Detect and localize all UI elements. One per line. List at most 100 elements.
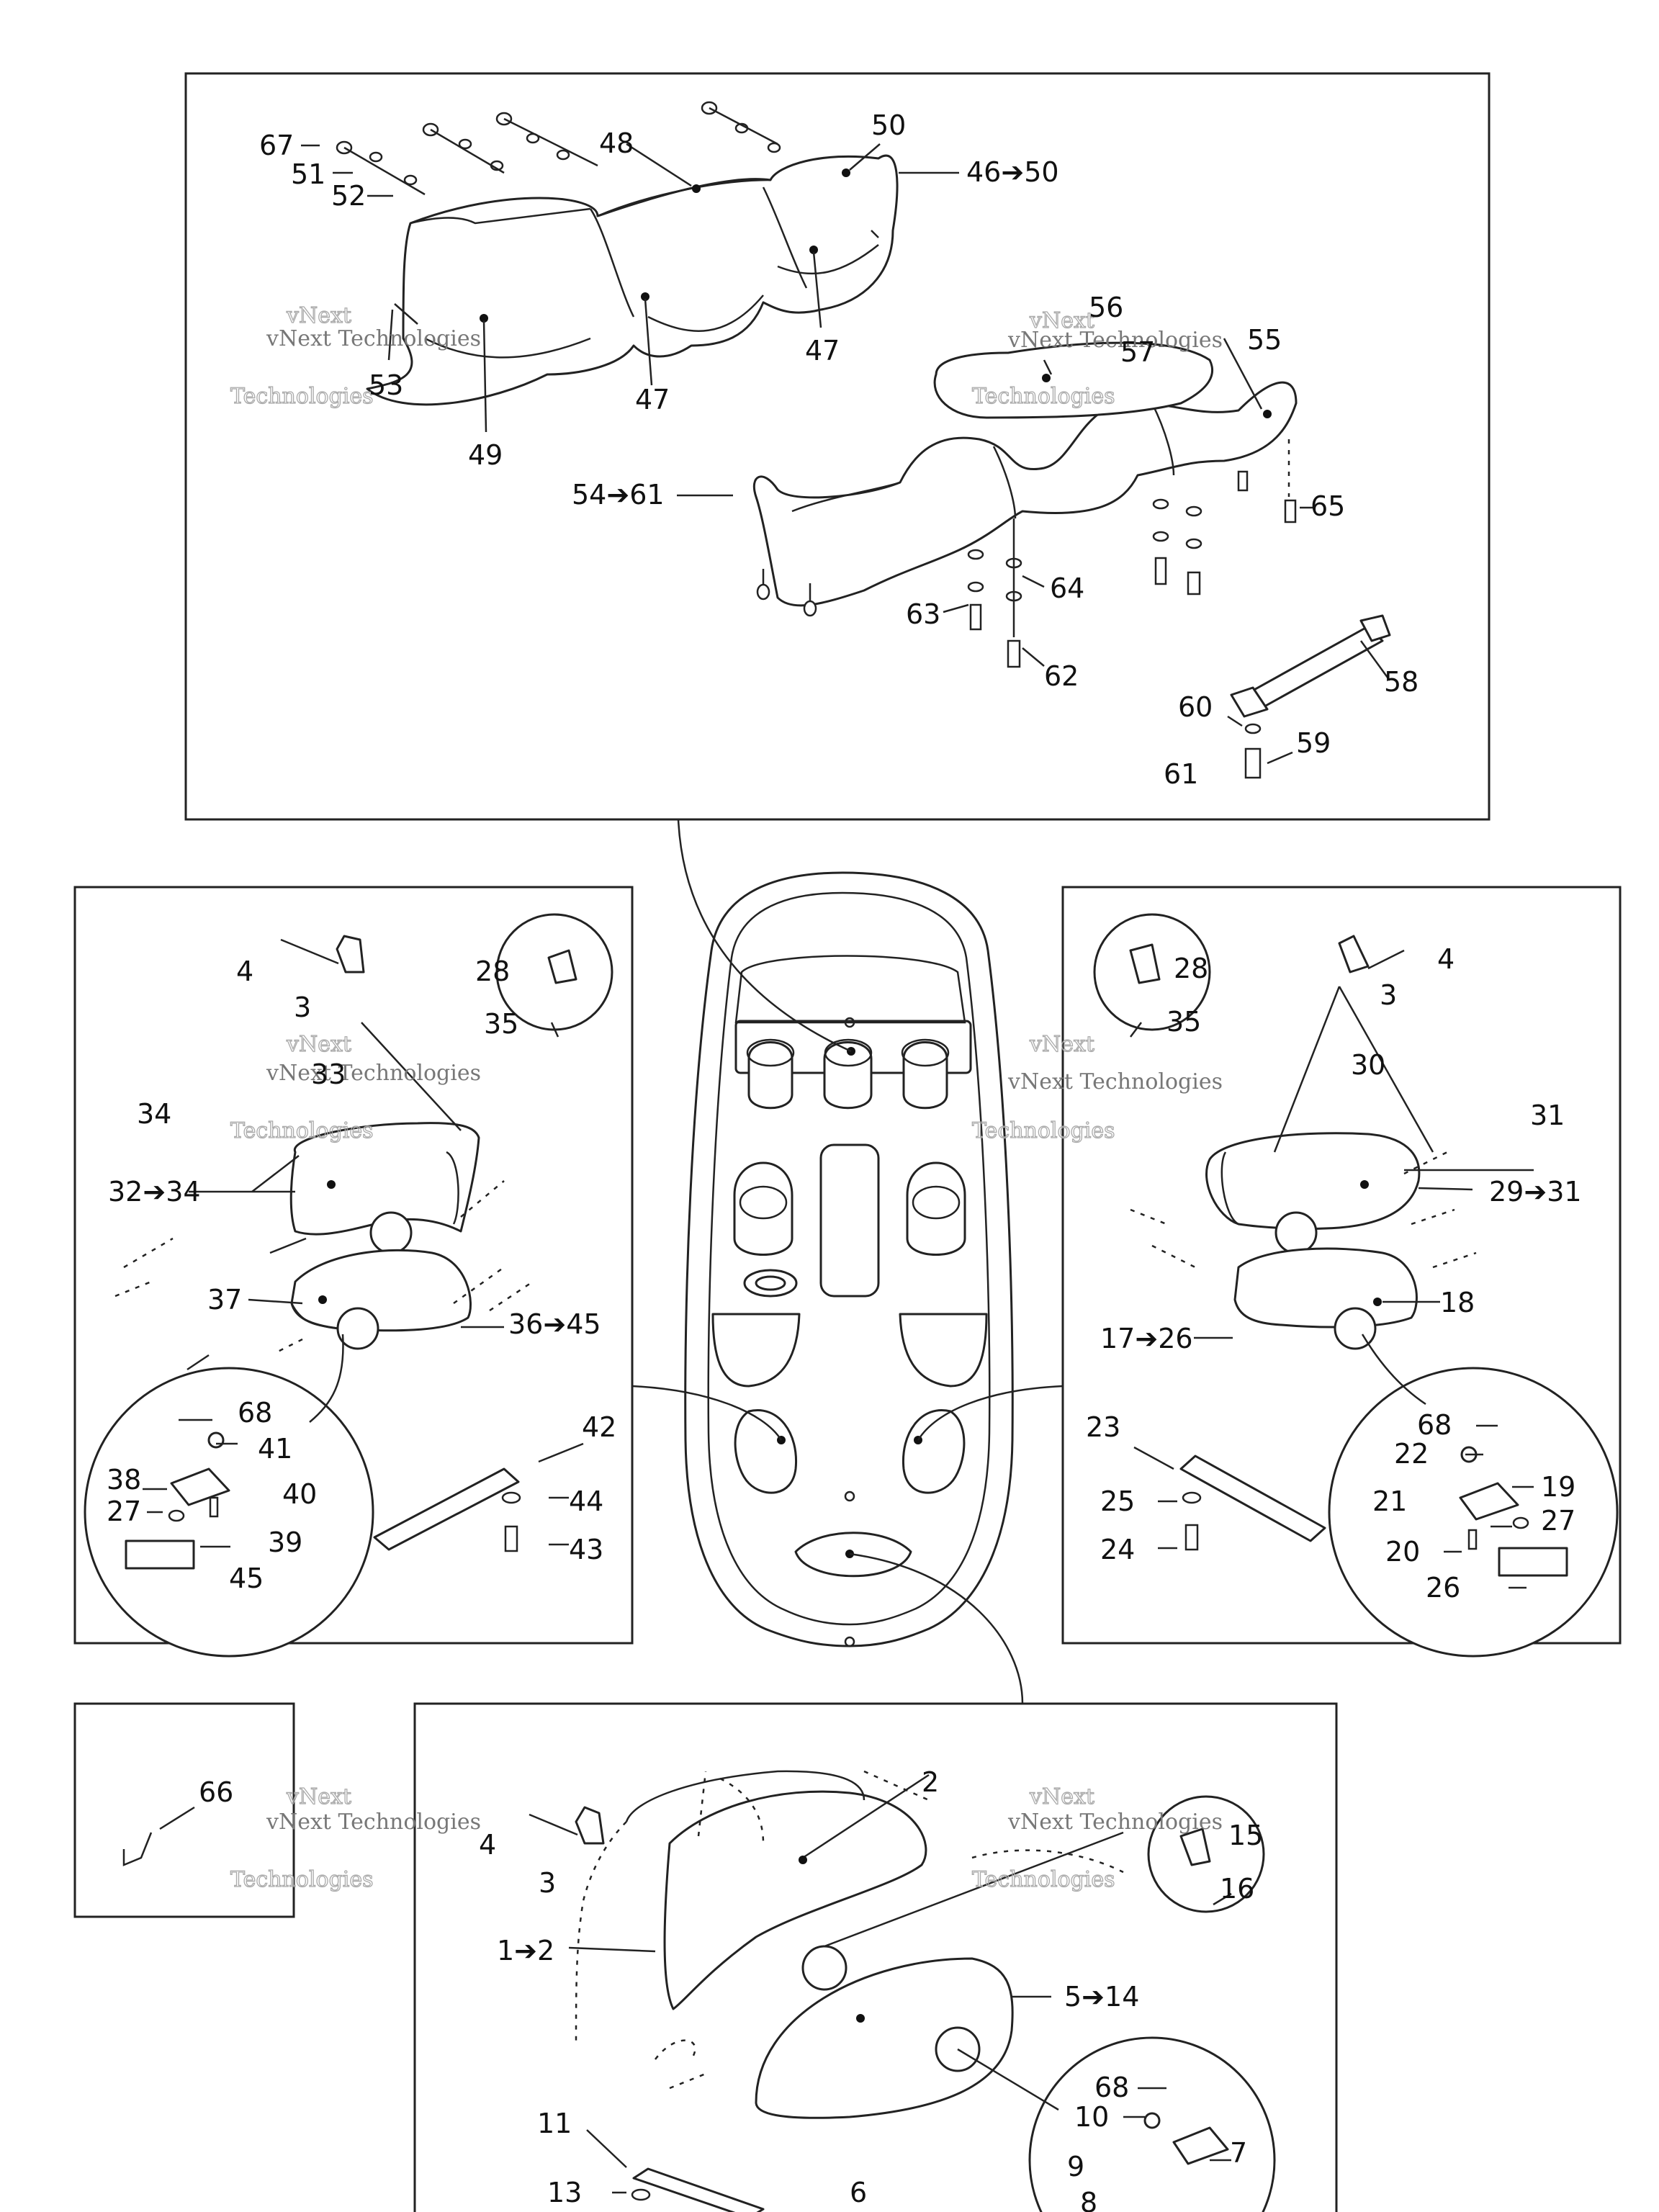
callout-labels: 67 51 52 48 50 46➔50 47 47 49 53 56 57 5… xyxy=(107,109,1582,2212)
panel-front-seat xyxy=(413,1702,1338,2212)
callout-47b: 47 xyxy=(635,384,670,415)
callout-front-7: 7 xyxy=(1230,2137,1247,2169)
callout-left-41: 41 xyxy=(258,1433,292,1465)
svg-text:vNext Technologies: vNext Technologies xyxy=(1007,1069,1223,1094)
callout-57: 57 xyxy=(1120,336,1155,368)
svg-text:vNext: vNext xyxy=(286,303,351,328)
callout-right-19: 19 xyxy=(1541,1471,1575,1503)
svg-text:vNext: vNext xyxy=(286,1032,351,1057)
panel-left-seat xyxy=(73,886,634,1645)
svg-text:vNext: vNext xyxy=(1029,1784,1094,1809)
callout-right-22: 22 xyxy=(1394,1438,1429,1470)
callout-left-3: 3 xyxy=(294,992,311,1023)
callout-left-39: 39 xyxy=(268,1527,302,1558)
panel-small-part xyxy=(73,1702,295,1918)
callout-54-61: 54➔61 xyxy=(572,479,665,511)
callout-left-27: 27 xyxy=(107,1496,141,1527)
left-seat-parts xyxy=(84,913,613,1658)
svg-text:vNext Technologies: vNext Technologies xyxy=(266,1809,481,1835)
callout-front-10: 10 xyxy=(1074,2101,1109,2133)
callout-right-29-31: 29➔31 xyxy=(1489,1176,1582,1208)
callout-front-11: 11 xyxy=(537,2108,572,2139)
right-seat-parts xyxy=(1093,913,1619,1658)
callout-right-4: 4 xyxy=(1437,943,1455,975)
svg-text:vNext: vNext xyxy=(1029,1032,1094,1057)
callout-left-34: 34 xyxy=(137,1098,171,1130)
callout-right-30: 30 xyxy=(1351,1049,1385,1081)
svg-text:vNext Technologies: vNext Technologies xyxy=(266,326,481,351)
rear-seat-cushion xyxy=(752,341,1298,607)
callout-48: 48 xyxy=(599,127,634,159)
callout-front-5-14: 5➔14 xyxy=(1064,1981,1139,2013)
svg-text:Technologies: Technologies xyxy=(230,1118,374,1143)
callout-left-43: 43 xyxy=(569,1534,603,1565)
callout-right-23: 23 xyxy=(1086,1411,1120,1443)
svg-text:Technologies: Technologies xyxy=(230,384,374,409)
callout-left-44: 44 xyxy=(569,1485,603,1517)
callout-right-24: 24 xyxy=(1100,1534,1135,1565)
callout-46-50: 46➔50 xyxy=(966,156,1059,188)
callout-right-17-26: 17➔26 xyxy=(1100,1323,1193,1354)
svg-text:Technologies: Technologies xyxy=(230,1867,374,1892)
svg-text:vNext Technologies: vNext Technologies xyxy=(266,1061,481,1086)
callout-49: 49 xyxy=(468,439,503,471)
rear-leaders xyxy=(301,143,1391,765)
callout-left-38: 38 xyxy=(107,1464,141,1496)
callout-50: 50 xyxy=(871,109,906,141)
callout-left-33: 33 xyxy=(311,1058,346,1090)
callout-front-68: 68 xyxy=(1094,2072,1129,2103)
callout-front-8: 8 xyxy=(1080,2187,1097,2212)
callout-front-13: 13 xyxy=(547,2177,582,2208)
callout-front-3: 3 xyxy=(539,1867,556,1899)
callout-47a: 47 xyxy=(805,335,840,367)
rear-hardware xyxy=(336,101,1391,779)
callout-61: 61 xyxy=(1164,758,1198,790)
callout-62: 62 xyxy=(1044,660,1079,692)
small-part-66 xyxy=(122,1806,195,1866)
callout-left-42: 42 xyxy=(582,1411,616,1443)
callout-60: 60 xyxy=(1178,691,1213,723)
callout-55: 55 xyxy=(1247,324,1282,356)
callout-left-36-45: 36➔45 xyxy=(508,1308,601,1340)
callout-65: 65 xyxy=(1310,490,1345,522)
callout-left-4: 4 xyxy=(236,956,253,987)
callout-right-26: 26 xyxy=(1426,1572,1460,1604)
panel-rear-seat xyxy=(184,72,1491,821)
callout-64: 64 xyxy=(1050,572,1084,604)
callout-right-68: 68 xyxy=(1417,1409,1452,1441)
svg-text:vNext Technologies: vNext Technologies xyxy=(1007,1809,1223,1835)
callout-right-18: 18 xyxy=(1440,1287,1475,1318)
callout-front-1-2: 1➔2 xyxy=(497,1935,554,1966)
rear-seat-backrest xyxy=(366,154,899,406)
callout-67: 67 xyxy=(259,130,294,161)
callout-51: 51 xyxy=(291,158,325,190)
callout-right-20: 20 xyxy=(1385,1536,1420,1568)
svg-text:vNext: vNext xyxy=(1029,308,1094,333)
callout-right-21: 21 xyxy=(1372,1485,1407,1517)
callout-right-31: 31 xyxy=(1530,1100,1565,1131)
callout-front-15: 15 xyxy=(1228,1820,1263,1851)
callout-left-40: 40 xyxy=(282,1478,317,1510)
svg-text:vNext: vNext xyxy=(286,1784,351,1809)
callout-59: 59 xyxy=(1296,727,1331,759)
callout-front-16: 16 xyxy=(1220,1873,1254,1905)
callout-front-4: 4 xyxy=(479,1829,496,1861)
front-seat-parts xyxy=(529,1770,1276,2212)
callout-left-35: 35 xyxy=(484,1008,518,1040)
callout-right-27: 27 xyxy=(1541,1505,1575,1537)
boat-hull xyxy=(631,819,1064,1704)
callout-66: 66 xyxy=(199,1776,233,1808)
callout-front-9: 9 xyxy=(1067,2151,1084,2182)
callout-left-28: 28 xyxy=(475,956,510,987)
callout-left-37: 37 xyxy=(207,1284,242,1316)
svg-text:Technologies: Technologies xyxy=(972,384,1115,409)
callout-52: 52 xyxy=(331,180,366,212)
svg-text:Technologies: Technologies xyxy=(972,1118,1115,1143)
callout-58: 58 xyxy=(1384,666,1419,698)
callout-56: 56 xyxy=(1089,292,1123,323)
callout-right-28: 28 xyxy=(1174,953,1208,984)
svg-text:vNext Technologies: vNext Technologies xyxy=(1007,328,1223,353)
rear-dots xyxy=(480,168,1272,418)
watermarks: vNext vNext Technologies Technologies vN… xyxy=(230,302,1223,1892)
